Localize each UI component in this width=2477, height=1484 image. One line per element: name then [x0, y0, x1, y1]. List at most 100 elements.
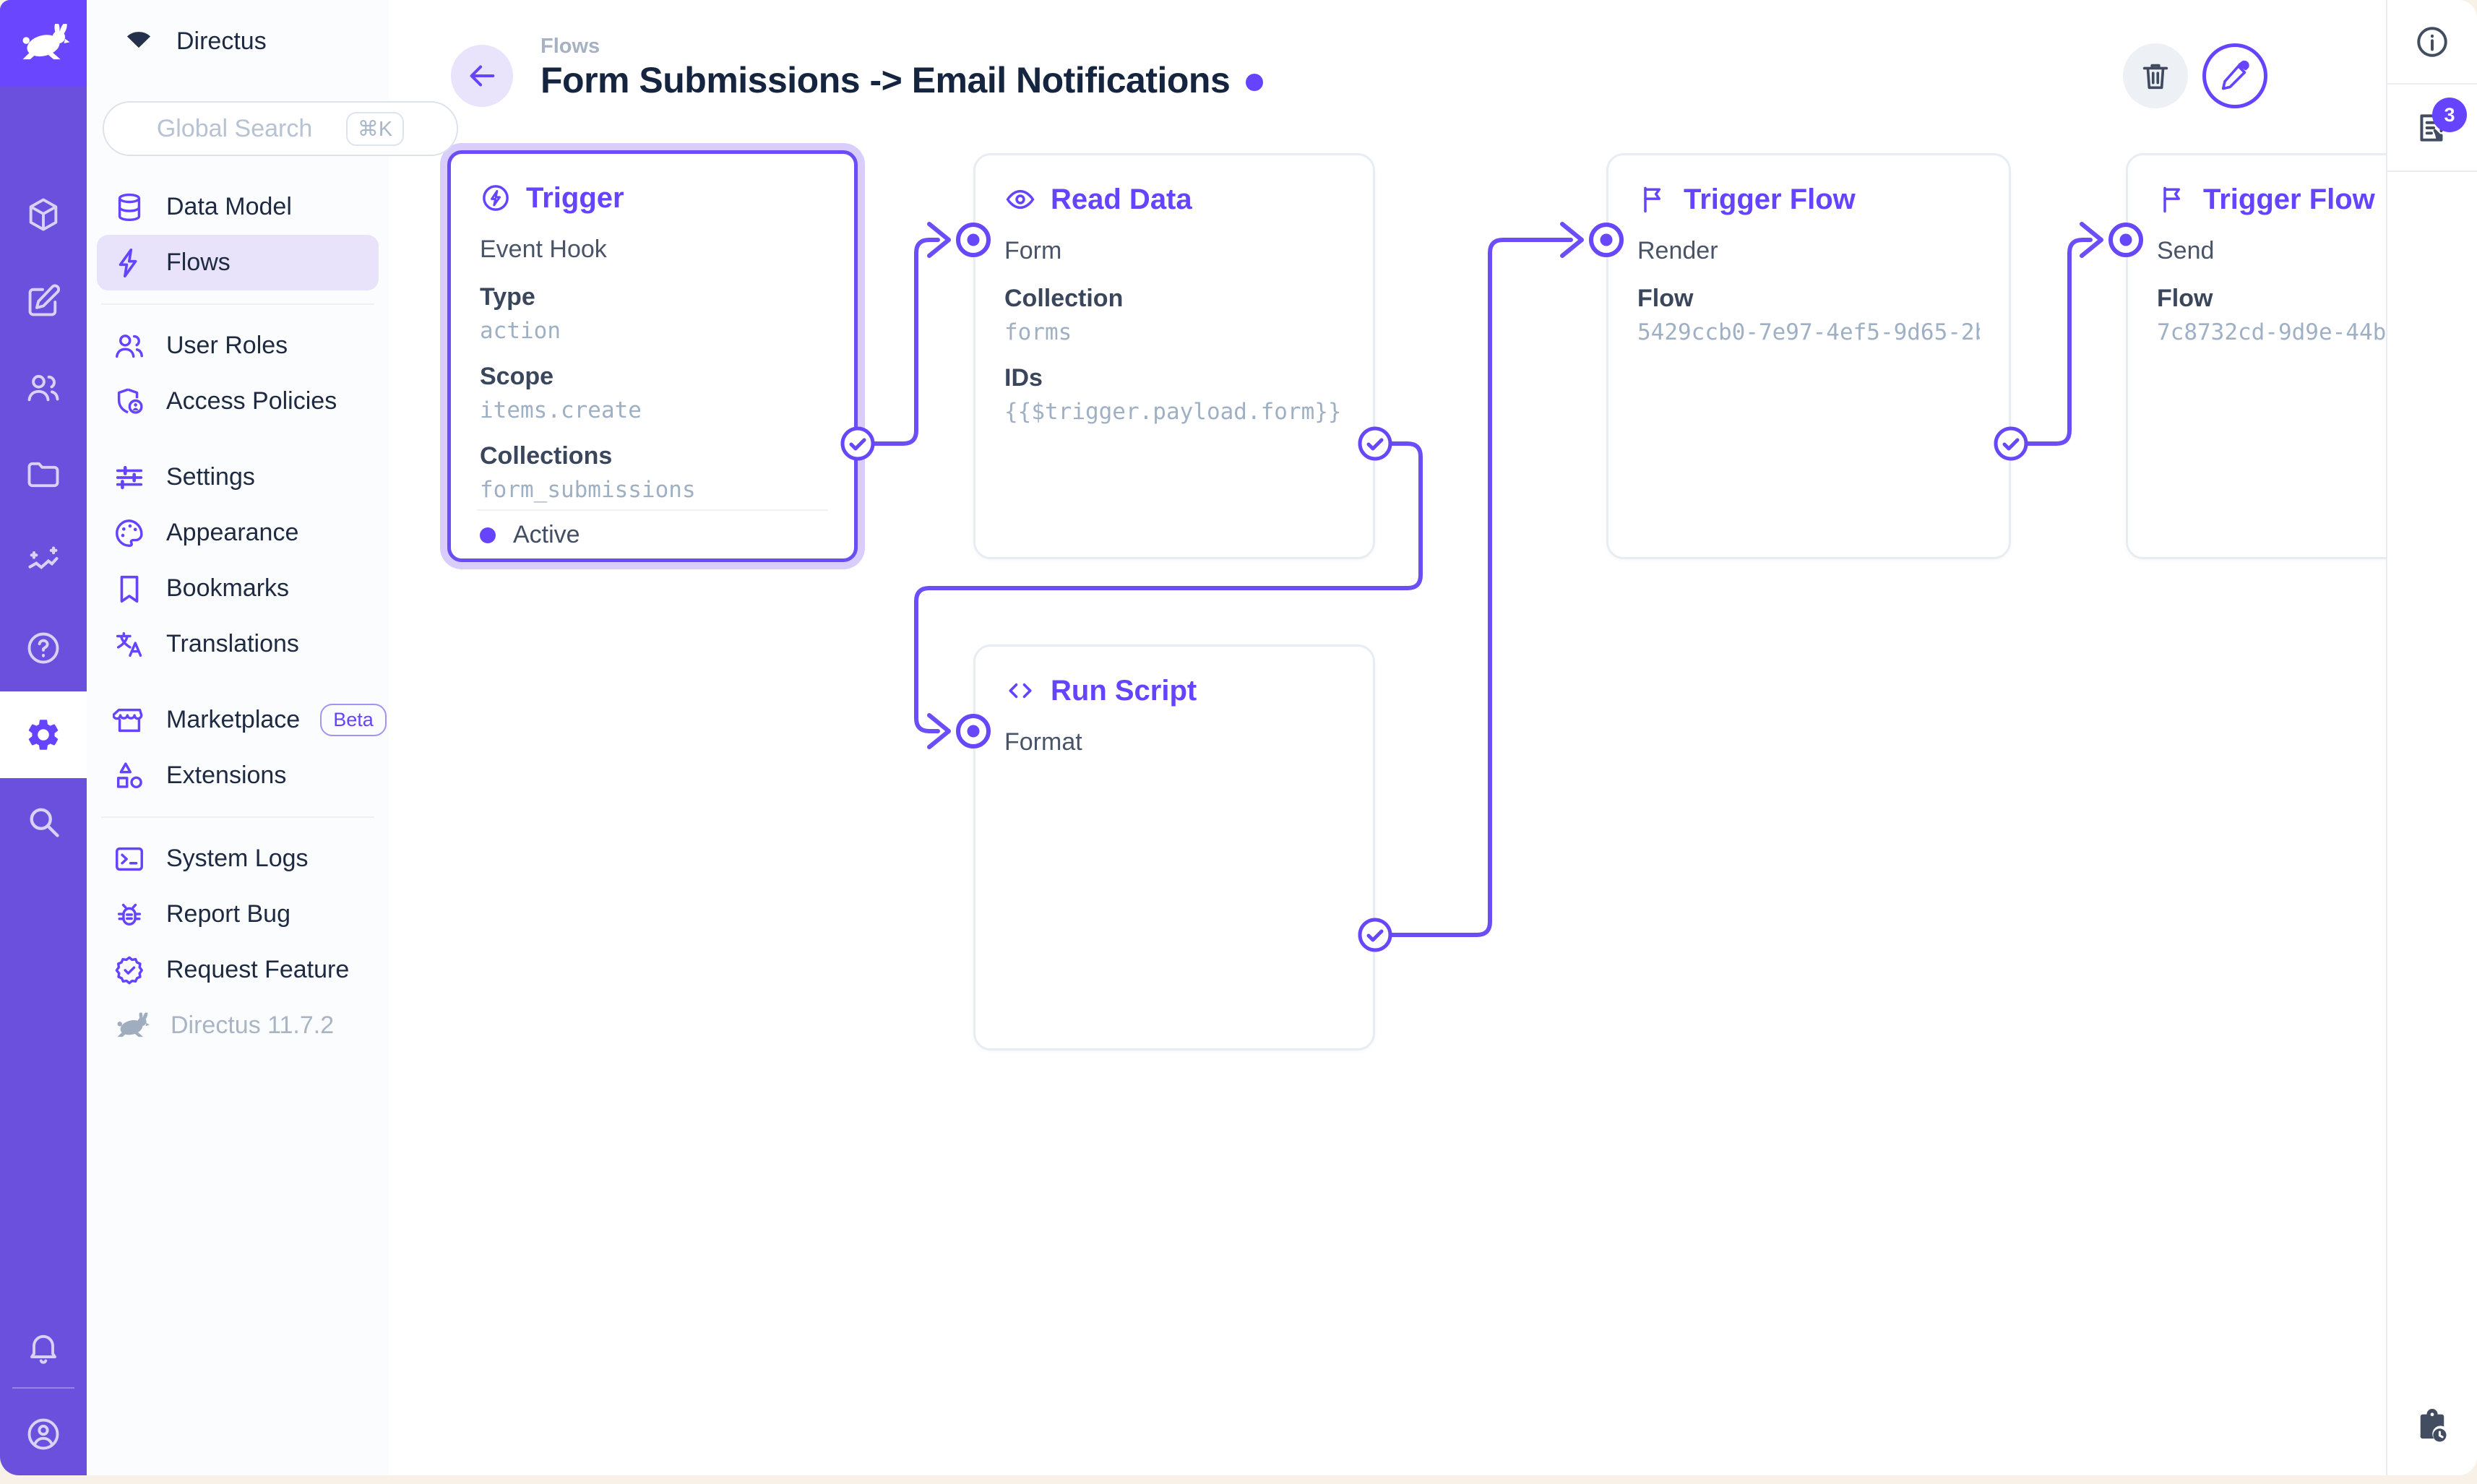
- info-sidebar-button[interactable]: [2387, 0, 2477, 85]
- sidebar-item-report-bug[interactable]: Report Bug: [97, 886, 379, 942]
- trigger-subtitle: Event Hook: [480, 235, 607, 263]
- panel-title-row: Read Data: [1004, 177, 1344, 222]
- project-logo-icon: [120, 25, 158, 57]
- project-header[interactable]: Directus: [108, 16, 267, 66]
- flow-canvas[interactable]: Flows Form Submissions -> Email Notifica…: [389, 0, 2477, 1475]
- sidebar-item-data-model[interactable]: Data Model: [97, 179, 379, 235]
- breadcrumb[interactable]: Flows: [540, 35, 600, 58]
- panel-read-data[interactable]: Read Data Form Collection forms IDs {{$t…: [973, 153, 1375, 559]
- sidebar-item-flows[interactable]: Flows: [97, 235, 379, 290]
- flag-icon: [2157, 184, 2189, 215]
- directus-rabbit-icon: [16, 24, 71, 63]
- sidebar-item-label: User Roles: [166, 332, 288, 359]
- nav-gap: [97, 672, 379, 692]
- panel-run-script[interactable]: Run Script Format: [973, 644, 1375, 1051]
- flow-runs-button[interactable]: [2387, 1399, 2477, 1457]
- sidebar-item-marketplace[interactable]: Marketplace Beta: [97, 692, 387, 748]
- sidebar-item-label: Appearance: [166, 519, 299, 546]
- edit-flow-button[interactable]: [2202, 43, 2267, 108]
- directus-logo-tile[interactable]: [0, 0, 87, 87]
- database-icon: [113, 191, 146, 224]
- wire-trigger-flow-render-to-send: [2009, 238, 2093, 446]
- global-search-box[interactable]: ⌘K: [103, 101, 458, 156]
- sidebar-item-label: Request Feature: [166, 956, 350, 983]
- module-settings-icon[interactable]: [0, 691, 87, 778]
- project-name: Directus: [176, 27, 267, 55]
- search-shortcut-kbd: ⌘K: [345, 111, 405, 146]
- sidebar-item-translations[interactable]: Translations: [97, 616, 379, 672]
- sidebar-item-label: Bookmarks: [166, 574, 290, 602]
- page-title: Form Submissions -> Email Notifications: [540, 60, 1231, 100]
- field-value: 5429ccb0-7e97-4ef5-9d65-2b…: [1637, 319, 1980, 345]
- panel-title: Run Script: [1051, 674, 1197, 707]
- directus-rabbit-icon: [113, 1012, 150, 1040]
- field-value: form_submissions: [480, 477, 696, 503]
- module-content-icon[interactable]: [0, 171, 87, 258]
- beta-badge: Beta: [320, 704, 387, 736]
- field-label: Collections: [480, 441, 613, 470]
- panel-title: Trigger: [526, 181, 624, 214]
- sidebar-item-appearance[interactable]: Appearance: [97, 505, 379, 561]
- operation-name: Form: [1004, 236, 1062, 264]
- panel-trigger-flow-render[interactable]: Trigger Flow Render Flow 5429ccb0-7e97-4…: [1606, 153, 2011, 559]
- arrowhead: [927, 222, 951, 258]
- arrowhead: [927, 713, 951, 749]
- module-insights-icon[interactable]: [0, 518, 87, 605]
- panel-title-row: Run Script: [1004, 668, 1344, 713]
- sidebar-item-bookmarks[interactable]: Bookmarks: [97, 561, 379, 616]
- field-label: Scope: [480, 362, 554, 390]
- user-avatar-icon[interactable]: [0, 1391, 87, 1475]
- panel-title-row: Trigger: [480, 176, 825, 220]
- field-label: Flow: [1637, 284, 1694, 312]
- field-label: Collection: [1004, 284, 1124, 312]
- trigger-status: Active: [480, 521, 580, 549]
- sidebar-item-settings[interactable]: Settings: [97, 449, 379, 505]
- delete-flow-button[interactable]: [2123, 43, 2188, 108]
- field-value: action: [480, 318, 561, 344]
- back-button[interactable]: [451, 45, 513, 107]
- module-users-icon[interactable]: [0, 345, 87, 431]
- wire-run-script-to-trigger-flow-render: [1373, 238, 1573, 937]
- sidebar-item-label: Data Model: [166, 193, 292, 220]
- module-editor-icon[interactable]: [0, 258, 87, 345]
- operation-name: Render: [1637, 236, 1718, 264]
- module-files-icon[interactable]: [0, 431, 87, 518]
- logs-sidebar-button[interactable]: 3: [2387, 85, 2477, 172]
- panel-title-row: Trigger Flow: [1637, 177, 1980, 222]
- settings-nav-sidebar: Directus ⌘K Data Model Flows User Roles …: [87, 0, 458, 1475]
- award-check-icon: [113, 954, 146, 987]
- sidebar-item-label: System Logs: [166, 845, 309, 872]
- translate-icon: [113, 628, 146, 661]
- sidebar-item-extensions[interactable]: Extensions: [97, 748, 379, 803]
- module-bar: [0, 0, 87, 1475]
- clipboard-clock-icon: [2413, 1409, 2451, 1446]
- arrowhead: [1560, 222, 1584, 258]
- sidebar-item-user-roles[interactable]: User Roles: [97, 318, 379, 374]
- people-icon: [113, 329, 146, 363]
- wire-trigger-to-read-data: [856, 238, 940, 446]
- bug-icon: [113, 898, 146, 931]
- sidebar-item-system-logs[interactable]: System Logs: [97, 831, 379, 886]
- module-search-icon[interactable]: [0, 778, 87, 865]
- sidebar-item-label: Report Bug: [166, 900, 290, 928]
- panel-title: Trigger Flow: [1684, 183, 1856, 215]
- sidebar-item-label: Marketplace: [166, 706, 301, 733]
- version-row: Directus 11.7.2: [97, 998, 379, 1053]
- operation-name: Send: [2157, 236, 2215, 264]
- sidebar-item-access-policies[interactable]: Access Policies: [97, 374, 379, 429]
- field-label: IDs: [1004, 363, 1043, 392]
- sidebar-item-request-feature[interactable]: Request Feature: [97, 942, 379, 998]
- module-help-icon[interactable]: [0, 605, 87, 691]
- sidebar-item-label: Flows: [166, 249, 231, 276]
- global-search-input[interactable]: [156, 114, 330, 143]
- field-label: Type: [480, 282, 535, 311]
- panel-title: Read Data: [1051, 183, 1192, 215]
- sidebar-item-label: Access Policies: [166, 387, 337, 415]
- notifications-count-badge: 3: [2432, 98, 2467, 132]
- panel-trigger[interactable]: Trigger Event Hook Type action Scope ite…: [447, 150, 858, 562]
- version-label: Directus 11.7.2: [171, 1011, 335, 1039]
- panel-footer-divider: [477, 509, 828, 511]
- shield-user-icon: [113, 385, 146, 418]
- notifications-bell-icon[interactable]: [0, 1304, 87, 1391]
